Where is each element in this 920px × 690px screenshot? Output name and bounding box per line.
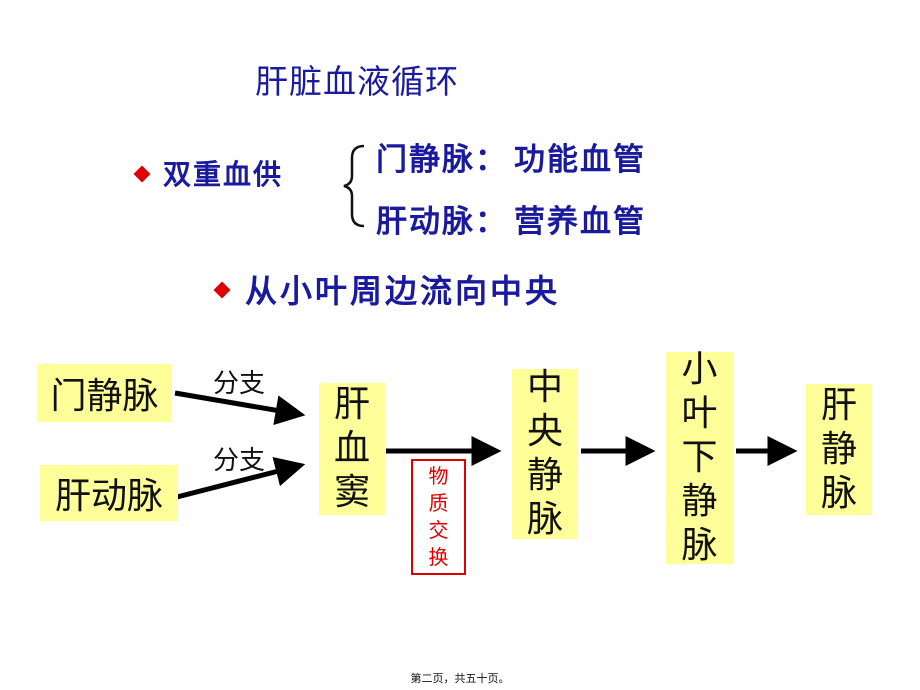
sublobular-vein-char: 小 (681, 349, 718, 390)
arrow-portal-to-sinusoid (174, 390, 306, 425)
hepatic-vein-box: 肝 静 脉 (806, 384, 872, 515)
central-vein-char: 脉 (526, 499, 563, 540)
central-vein-char: 央 (526, 411, 563, 452)
exchange-char: 质 (428, 491, 449, 515)
material-exchange-box: 物 质 交 换 (411, 459, 466, 575)
branch-separator: ： (475, 204, 508, 240)
sinusoid-char: 窦 (333, 472, 370, 513)
sublobular-vein-char: 叶 (681, 393, 718, 434)
exchange-char: 换 (428, 545, 449, 569)
arrow-artery-to-sinusoid (176, 457, 306, 500)
branch-role: 营养血管 (514, 204, 646, 240)
central-vein-char: 中 (526, 367, 563, 408)
branch-label-upper: 分支 (213, 369, 266, 399)
sinusoid-char: 肝 (333, 384, 370, 425)
hepatic-vein-char: 肝 (820, 384, 857, 426)
sublobular-vein-char: 静 (681, 481, 718, 522)
hepatic-artery-box: 肝动脉 (40, 465, 178, 521)
branch-label-lower: 分支 (213, 446, 266, 476)
sublobular-vein-char: 脉 (681, 525, 718, 566)
sublobular-vein-box: 小 叶 下 静 脉 (666, 349, 733, 566)
curly-brace-icon (343, 144, 365, 228)
sinusoid-box: 肝 血 窦 (319, 383, 385, 515)
exchange-char: 物 (428, 464, 449, 488)
portal-vein-box: 门静脉 (37, 364, 172, 422)
branch-name: 肝动脉 (376, 204, 475, 240)
branch-separator: ： (475, 142, 508, 178)
flow-heading: 从小叶周边流向中央 (245, 272, 561, 310)
central-vein-char: 静 (526, 455, 563, 496)
central-vein-box: 中 央 静 脉 (512, 367, 578, 540)
branch-portal-vein: 门静脉：功能血管 (376, 134, 646, 179)
hepatic-vein-char: 脉 (820, 472, 857, 514)
page-footer: 第二页，共五十页。 (410, 672, 510, 685)
sinusoid-char: 血 (333, 428, 370, 469)
dual-supply-label: 双重血供 (163, 158, 284, 191)
exchange-char: 交 (428, 518, 449, 542)
branch-hepatic-artery: 肝动脉：营养血管 (376, 196, 646, 241)
hepatic-vein-char: 静 (820, 428, 857, 470)
branch-name: 门静脉 (376, 142, 475, 178)
page-title: 肝脏血液循环 (255, 62, 459, 101)
branch-role: 功能血管 (514, 142, 646, 178)
sublobular-vein-char: 下 (681, 437, 718, 478)
